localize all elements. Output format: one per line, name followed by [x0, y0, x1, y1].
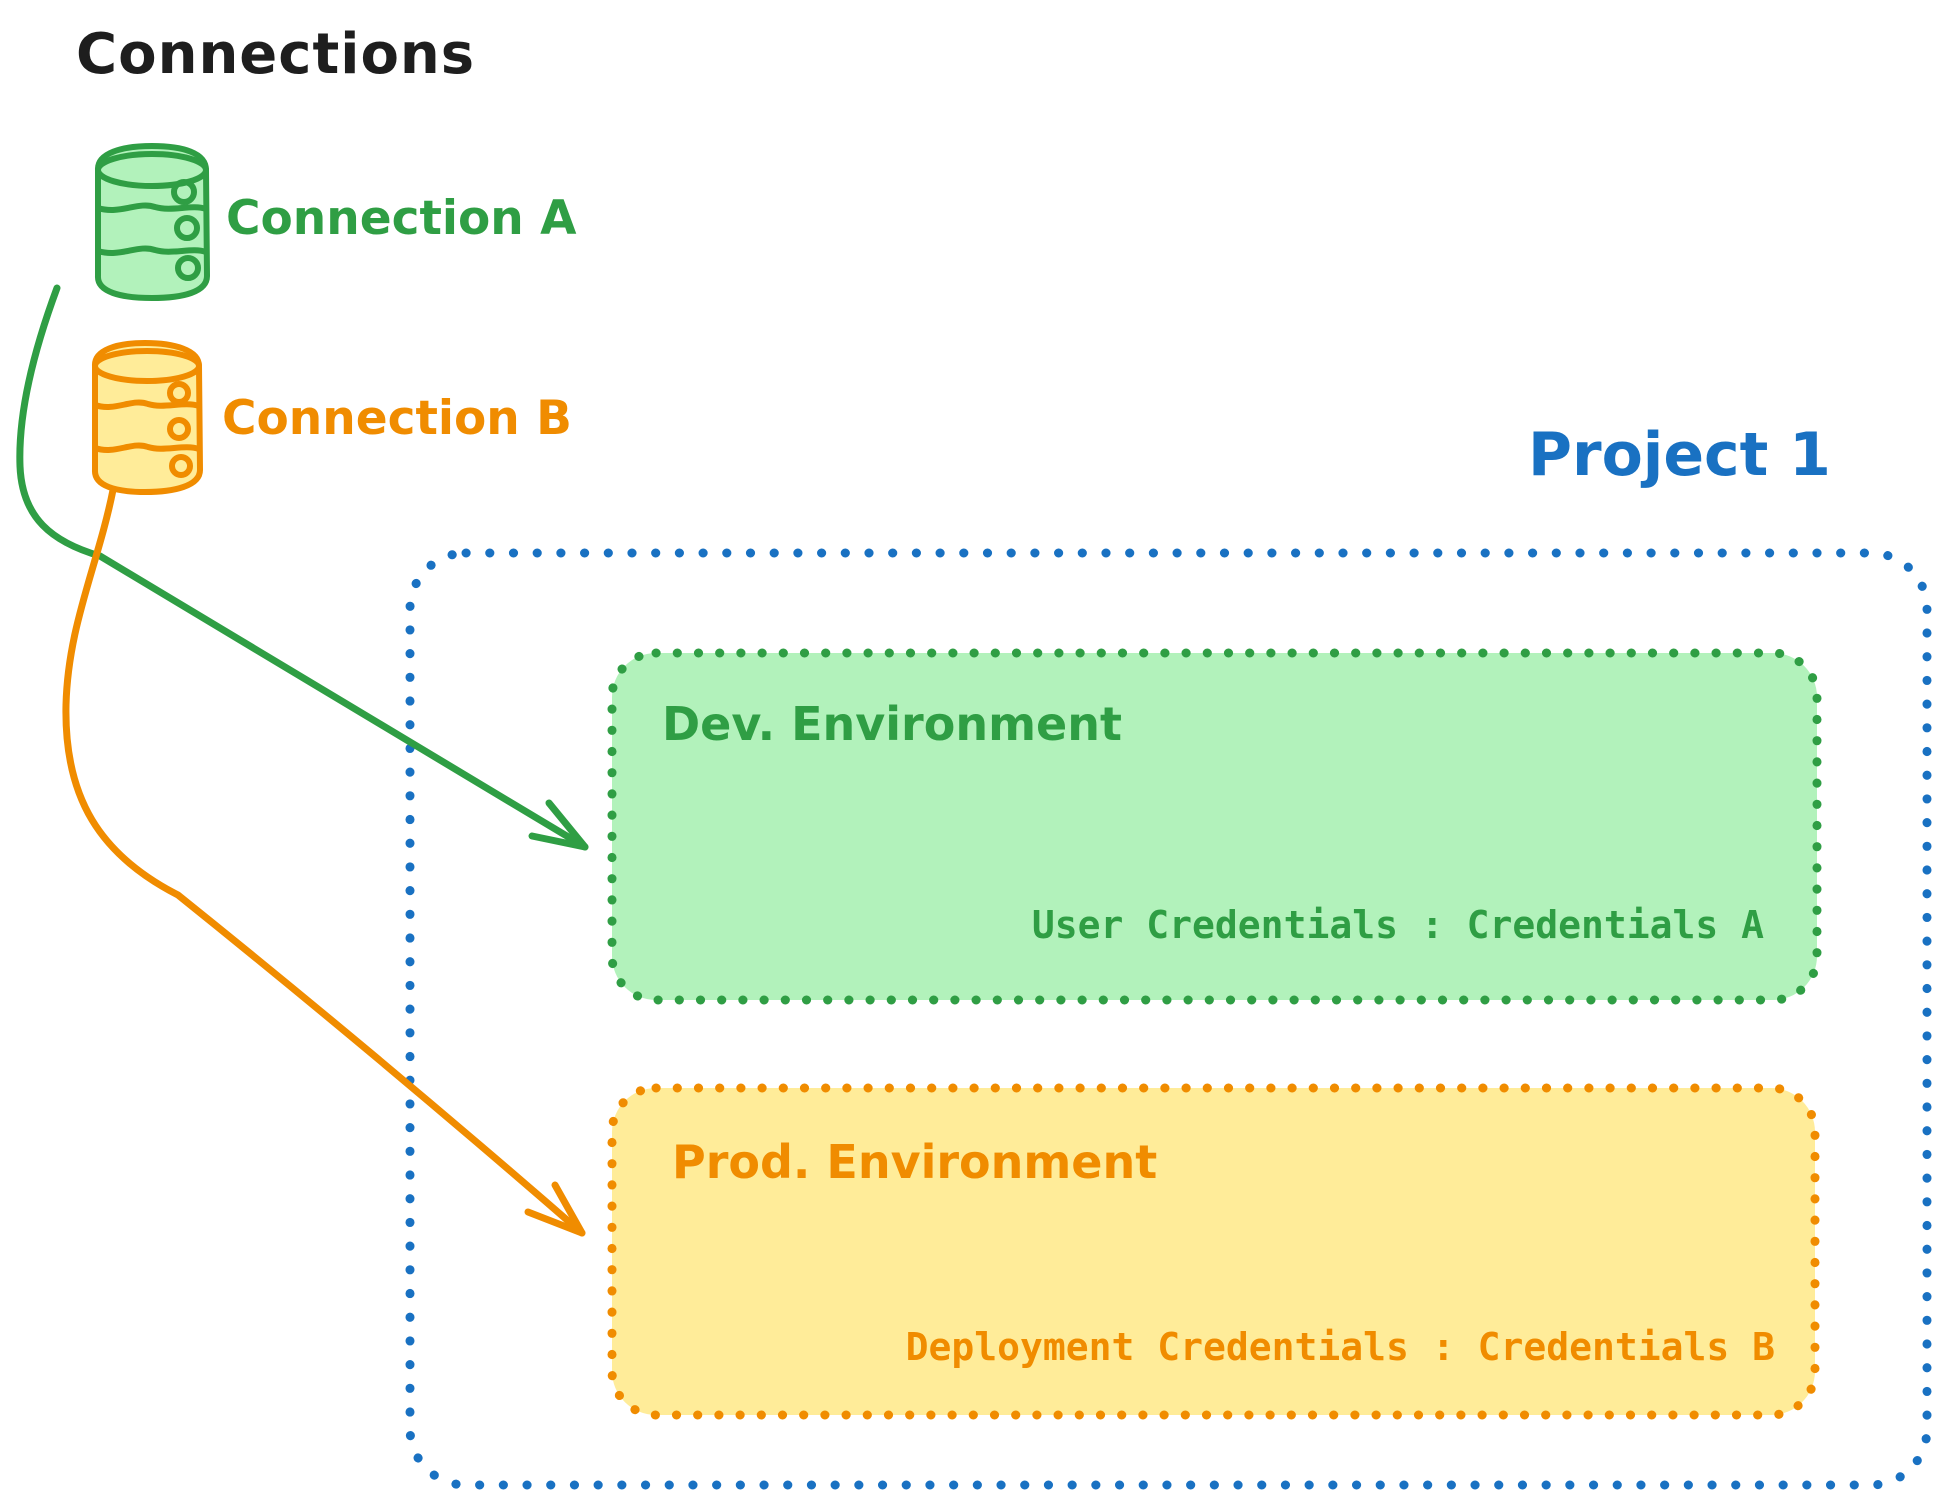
arrow-connection-b-to-prod [62, 486, 586, 1237]
database-icon-connection-a [95, 142, 211, 302]
database-dot [171, 179, 197, 205]
arrow-connection-a-to-dev [16, 284, 589, 851]
database-dot [174, 215, 200, 241]
prod-environment-box [607, 1083, 1820, 1420]
project-container-box [405, 548, 1932, 1490]
connection-b-label: Connection B [222, 391, 572, 446]
database-dot [167, 417, 191, 441]
arrow-line [16, 284, 589, 851]
database-icon-connection-b [92, 339, 204, 496]
project-title: Project 1 [1528, 420, 1831, 490]
database-divider [95, 202, 209, 213]
database-dot [169, 454, 193, 478]
dev-environment-label: Dev. Environment [662, 697, 1122, 751]
connections-title: Connections [76, 22, 476, 87]
arrow-line [62, 486, 586, 1237]
dev-environment-credentials: User Credentials : Credentials A [1031, 903, 1764, 947]
connection-a-label: Connection A [226, 191, 577, 246]
dev-environment-box [607, 648, 1822, 1005]
prod-environment-label: Prod. Environment [672, 1135, 1158, 1189]
database-divider [92, 399, 202, 410]
database-top [92, 348, 202, 384]
arrow-head [524, 1181, 586, 1237]
database-top [95, 151, 209, 189]
database-divider [95, 245, 209, 256]
database-dot [175, 255, 201, 281]
database-body [92, 339, 204, 496]
arrow-head [528, 799, 589, 851]
prod-environment-credentials: Deployment Credentials : Credentials B [905, 1325, 1775, 1369]
database-dot [167, 381, 191, 405]
database-divider [92, 442, 202, 453]
